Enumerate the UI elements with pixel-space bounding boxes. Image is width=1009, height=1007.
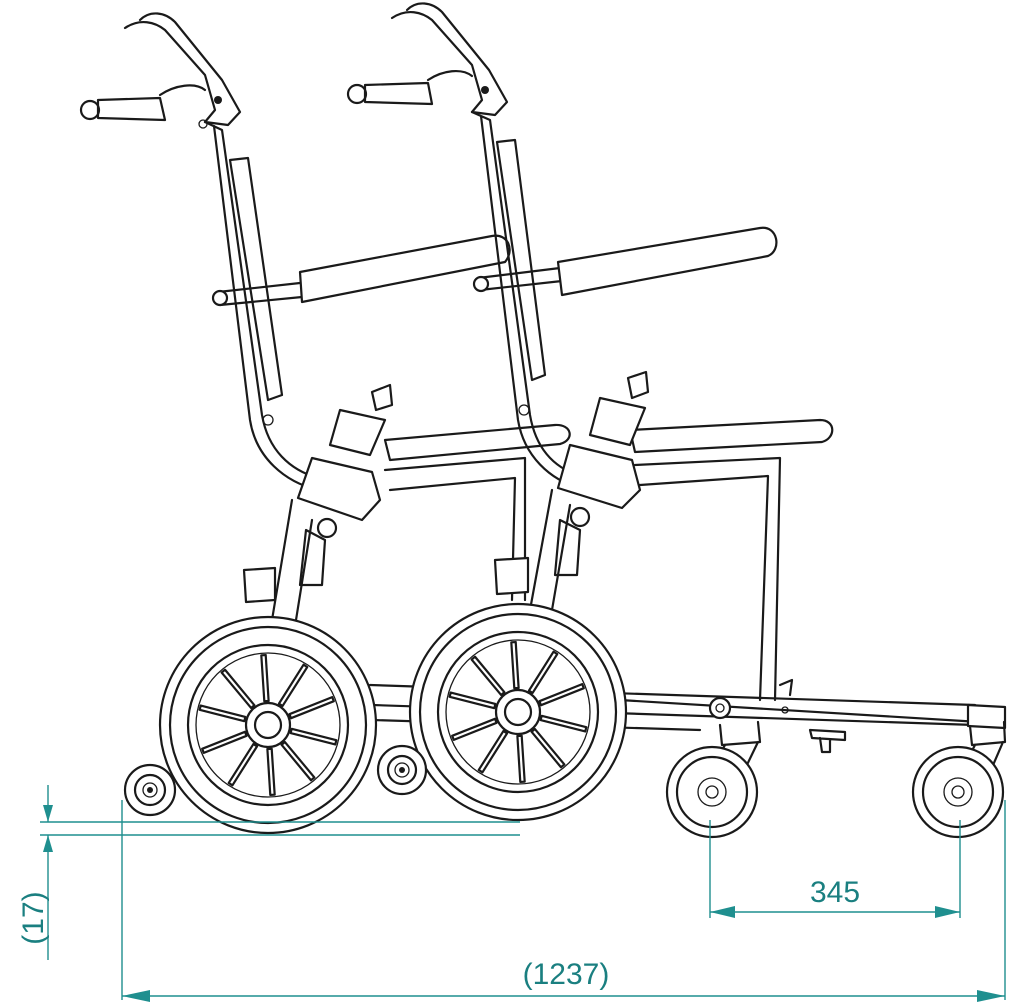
rear-handle-grip-knob (79, 99, 101, 121)
rear-handle-pivot (214, 96, 222, 104)
front-back-cushion (495, 138, 547, 382)
small-roller-middle (376, 744, 428, 796)
wheel-spoke (470, 655, 506, 697)
main-wheel-front (408, 602, 628, 822)
rear-seat-belt-buckle (328, 408, 387, 457)
wheel-spoke (477, 729, 509, 774)
dimension-overall-length: (1237) (121, 800, 1006, 1002)
wheel-spoke (530, 727, 566, 769)
ground-offset-paren-open: ( (17, 935, 50, 945)
front-seat (628, 418, 834, 454)
wheel-spoke (448, 691, 497, 710)
caster-front (911, 720, 1007, 839)
wheel-spoke (220, 668, 256, 710)
base-frame-pivot (708, 696, 732, 720)
ground-offset-value: 17 (17, 901, 50, 934)
wheel-spoke (227, 742, 259, 787)
caster-spacing-label: 345 (810, 876, 860, 909)
chair-position-front (346, 2, 834, 702)
rear-armrest-bar (216, 281, 304, 307)
overall-length-value: 1237 (533, 958, 600, 991)
front-armrest-bar (476, 266, 564, 292)
front-armrest-pad (556, 226, 778, 297)
wheel-spoke (277, 663, 309, 708)
wheel-spoke (260, 653, 270, 703)
wheel-spoke (198, 704, 247, 723)
rear-armrest-pad (298, 234, 511, 304)
overall-length-label: (1237) (523, 958, 610, 991)
overall-length-paren-close: ) (599, 958, 609, 991)
wheel-spoke (510, 640, 520, 690)
wheel-spoke (538, 683, 585, 707)
main-wheel-rear (158, 615, 378, 835)
wheel-spoke (527, 650, 559, 695)
wheel-spoke (539, 714, 588, 733)
ground-offset-paren-close: ) (17, 891, 50, 901)
rear-seat (383, 423, 571, 462)
front-foot-block (966, 703, 1007, 730)
front-handle-bar (363, 81, 434, 106)
front-handle-grip-knob (346, 83, 368, 105)
front-belt-anchor (556, 443, 642, 510)
chair-position-rear (79, 12, 571, 622)
rear-armrest-pivot (211, 289, 229, 307)
rear-push-handle (123, 12, 242, 127)
overall-length-paren-open: ( (523, 958, 533, 991)
front-handle-pivot (481, 86, 489, 94)
main-wheel-rear-spokes (198, 653, 338, 797)
rear-handle-bar (96, 96, 167, 122)
main-wheel-front-spokes (448, 640, 588, 784)
wheel-spoke (266, 747, 276, 797)
dimension-ground-offset: (17) (17, 785, 520, 960)
rear-back-frame (203, 120, 320, 492)
wheel-spoke (288, 696, 335, 720)
wheel-spoke (280, 740, 316, 782)
ground-offset-label: (17) (17, 891, 50, 944)
dimension-caster-spacing: 345 (709, 820, 961, 918)
caster-rear (665, 720, 762, 839)
front-armrest-pivot (472, 275, 490, 293)
front-push-handle (390, 2, 509, 117)
wheel-spoke (289, 727, 338, 746)
rear-back-cushion (228, 156, 284, 402)
small-roller-rear (123, 763, 177, 817)
front-seat-belt-buckle (588, 396, 647, 447)
wheel-spoke (201, 730, 248, 754)
rear-belt-anchor (296, 456, 382, 522)
wheel-spoke (516, 734, 526, 784)
wheel-spoke (451, 717, 498, 741)
